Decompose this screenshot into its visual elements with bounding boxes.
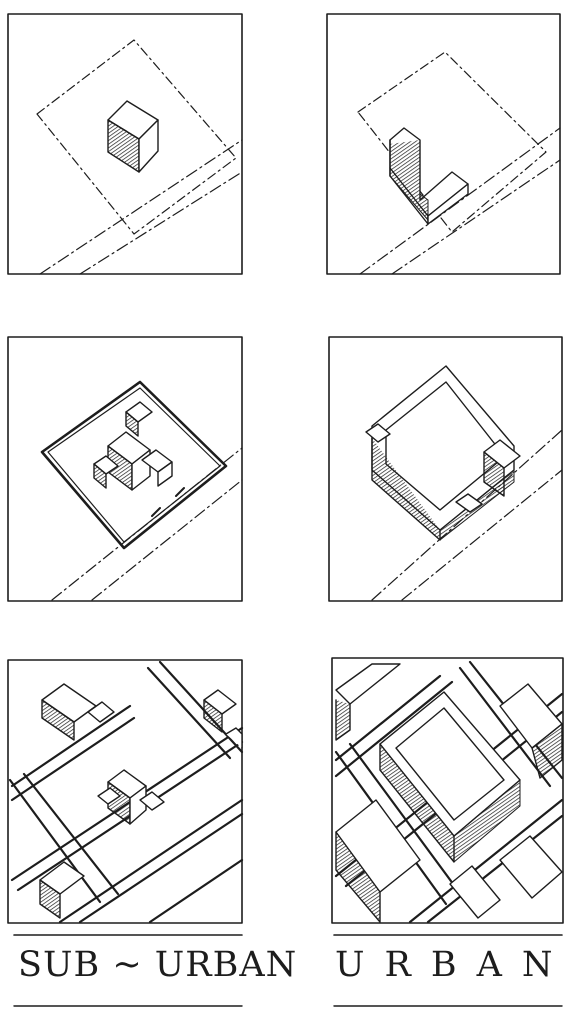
panel-urban-1 [327, 14, 560, 274]
panel-suburban-3 [8, 660, 242, 923]
panel-suburban-1 [8, 14, 242, 274]
caption-urban: URBAN [335, 948, 567, 983]
building-perimeter-block [366, 366, 520, 540]
building-house-a [42, 684, 114, 740]
caption-suburban: SUB ~ URBAN [18, 948, 258, 983]
panel-suburban-2 [8, 337, 242, 601]
building-l-block [390, 128, 468, 224]
panel-urban-3 [332, 658, 563, 923]
building-urban-corner-nw [336, 664, 400, 740]
panel-urban-2 [329, 337, 562, 601]
building-house [108, 101, 158, 172]
building-house-wings [94, 402, 172, 490]
